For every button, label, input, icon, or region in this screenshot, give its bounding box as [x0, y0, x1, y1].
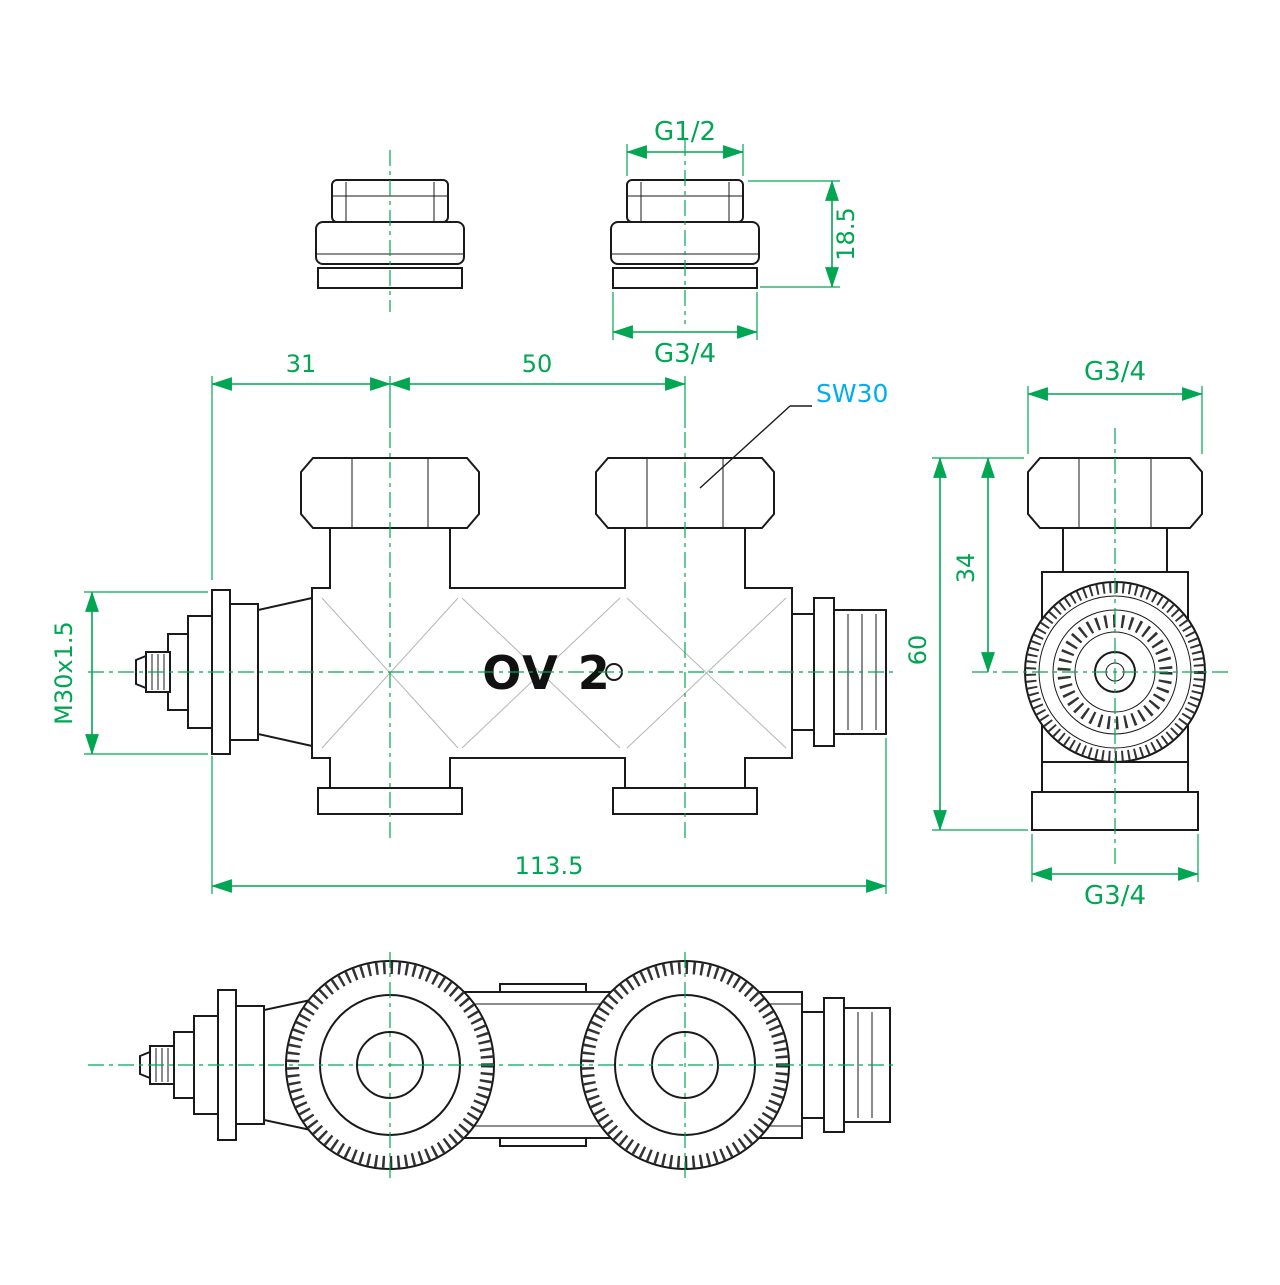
dim-overall-length-label: 113.5	[515, 852, 584, 880]
front-view: OV 2	[88, 432, 898, 840]
dim-front-offset-label: 31	[286, 350, 317, 378]
dim-adapter-bottom-thread-label: G3/4	[654, 339, 716, 369]
dim-side-total-height-label: 60	[904, 635, 932, 666]
dim-thermostat-thread-label: M30x1.5	[50, 621, 78, 725]
body-mark-label: OV 2	[482, 646, 612, 700]
adapter-dimensions: G1/2 18.5 G3/4	[612, 117, 860, 369]
dim-adapter-height-label: 18.5	[832, 207, 860, 260]
side-view	[972, 428, 1230, 868]
dim-side-bottom-thread-label: G3/4	[1084, 881, 1146, 911]
bottom-view	[88, 952, 898, 1180]
dim-side-axis-height-label: 34	[952, 553, 980, 584]
callout-front-wrench-label: SW30	[816, 379, 888, 408]
dim-adapter-top-thread-label: G1/2	[654, 117, 716, 147]
adapter-right-view	[610, 140, 760, 324]
dim-front-center-distance-label: 50	[522, 350, 553, 378]
dim-side-top-thread-label: G3/4	[1084, 357, 1146, 387]
adapter-left-view	[315, 150, 465, 312]
side-dimensions: G3/4 34 60 G3/4	[904, 357, 1203, 911]
front-dimensions: 31 50 SW30 M30x1.5 113.5	[50, 350, 888, 894]
